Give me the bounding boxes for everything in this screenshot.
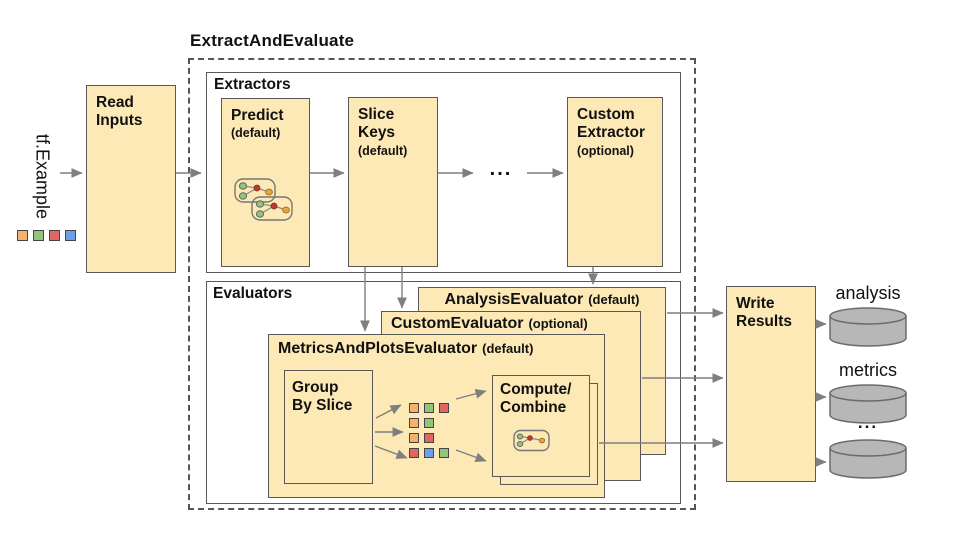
compute-combine-box: Compute/ Combine [492, 375, 590, 477]
predict-label: Predict [231, 107, 284, 124]
red-example-square [439, 403, 449, 413]
predict-qualifier: (default) [231, 126, 281, 141]
analysis-datastore-cylinder [829, 307, 907, 347]
red-example-square [424, 433, 434, 443]
compute-combine-graph-icon [513, 429, 550, 452]
green-example-square [424, 403, 434, 413]
metrics-and-plots-evaluator-label: MetricsAndPlotsEvaluator [278, 340, 478, 357]
metrics-datastore-cylinder [829, 384, 907, 424]
red-example-square [49, 230, 60, 241]
green-example-square [33, 230, 44, 241]
compute-combine-label: Compute/ Combine [500, 381, 572, 417]
analysis-evaluator-label: AnalysisEvaluator [444, 291, 584, 308]
evaluators-section [206, 281, 681, 504]
input-example-squares [17, 230, 76, 241]
sliced-examples-grid [409, 403, 449, 458]
metrics-and-plots-evaluator-qualifier: (default) [482, 341, 534, 356]
custom-extractor-box: Custom Extractor (optional) [567, 97, 663, 267]
orange-example-square [409, 418, 419, 428]
diagram-title: ExtractAndEvaluate [190, 31, 355, 50]
predict-graph-icon [234, 178, 293, 221]
extractors-section [206, 72, 681, 273]
blue-example-square [424, 448, 434, 458]
read-inputs-label: Read Inputs [96, 94, 143, 130]
extractors-ellipsis: ... [489, 158, 513, 180]
analysis-evaluator-qualifier: (default) [588, 292, 640, 307]
group-by-slice-box: Group By Slice [284, 370, 373, 484]
slice-keys-extractor-box: Slice Keys (default) [348, 97, 438, 267]
custom-evaluator-label: CustomEvaluator [391, 315, 524, 332]
extractors-section-label: Extractors [214, 76, 291, 93]
custom-extractor-label: Custom Extractor [577, 106, 646, 142]
green-example-square [424, 418, 434, 428]
extract-and-evaluate-boundary [188, 58, 696, 510]
outputs-ellipsis: ... [857, 413, 879, 432]
slice-keys-label: Slice Keys [358, 106, 396, 142]
orange-example-square [409, 403, 419, 413]
read-inputs-box: Read Inputs [86, 85, 176, 273]
additional-datastore-cylinder [829, 439, 907, 479]
slice-keys-qualifier: (default) [358, 143, 408, 158]
metrics-output-label: metrics [839, 360, 897, 380]
red-example-square [409, 448, 419, 458]
write-results-label: Write Results [736, 295, 792, 331]
evaluators-section-label: Evaluators [213, 285, 293, 302]
green-example-square [439, 448, 449, 458]
orange-example-square [409, 433, 419, 443]
custom-extractor-qualifier: (optional) [577, 143, 634, 158]
tf-example-label: tf.Example [32, 133, 53, 220]
orange-example-square [17, 230, 28, 241]
write-results-box: Write Results [726, 286, 816, 482]
group-by-slice-label: Group By Slice [292, 379, 353, 415]
custom-evaluator-qualifier: (optional) [528, 316, 588, 331]
blue-example-square [65, 230, 76, 241]
analysis-output-label: analysis [835, 283, 901, 303]
